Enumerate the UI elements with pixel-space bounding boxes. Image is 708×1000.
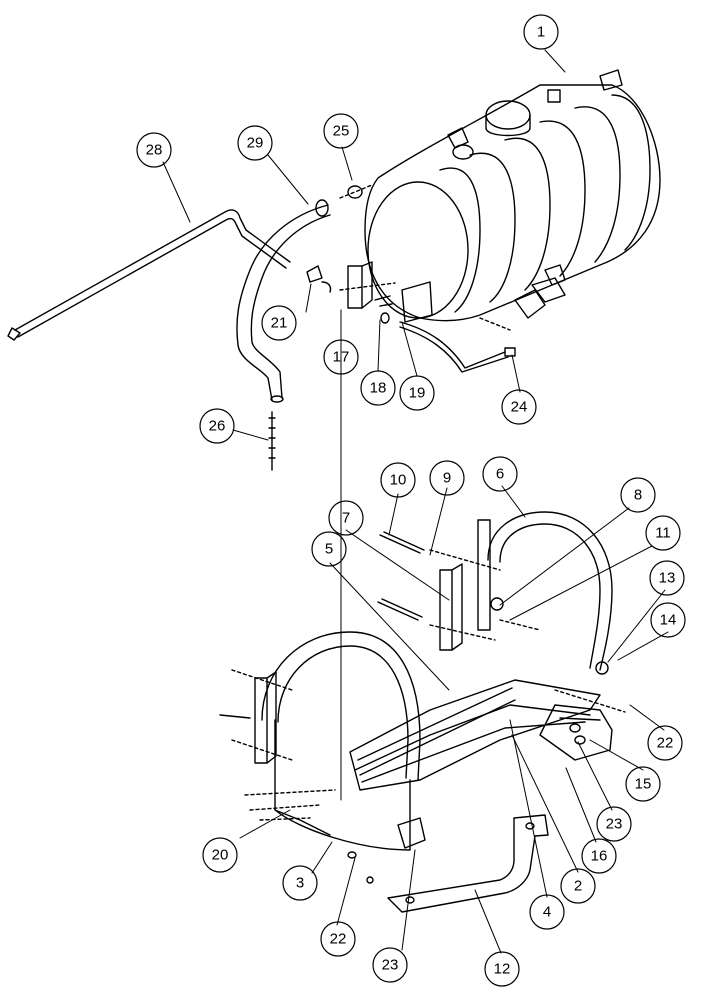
callout-circles [136,14,686,987]
clamp-25 [339,184,373,199]
callout-3: 3 [296,875,304,892]
callout-14: 14 [660,612,677,629]
callout-28: 28 [146,142,163,159]
callout-17: 17 [333,349,350,366]
callout-24: 24 [511,399,528,416]
callout-1: 1 [537,24,545,41]
bracket-17 [339,261,396,324]
fitting-21 [306,265,323,283]
callout-19: 19 [409,385,426,402]
callout-15: 15 [635,776,652,793]
callout-2: 2 [574,878,582,895]
callout-7: 7 [342,510,350,527]
callout-11: 11 [655,525,671,542]
hose-29 [236,199,331,403]
callout-13: 13 [659,570,676,587]
callout-6: 6 [496,466,504,483]
callout-8: 8 [634,487,642,504]
callout-4: 4 [543,904,551,921]
callout-20: 20 [212,847,229,864]
callout-16: 16 [591,848,608,865]
bolt-26 [268,411,276,471]
callout-26: 26 [209,418,226,435]
callout-22-bottom: 22 [330,931,347,948]
callout-23-bottom: 23 [382,957,399,974]
callout-12: 12 [494,961,511,978]
callout-10: 10 [390,472,407,489]
pipe-28 [7,209,291,341]
callout-5: 5 [325,541,333,558]
leader-lines [162,49,669,954]
callout-labels: 1 28 29 25 21 17 18 19 24 26 10 9 6 7 5 … [146,24,677,978]
callout-22-right: 22 [657,735,674,752]
tank [364,69,661,373]
cradle-assembly [219,511,626,913]
callout-21: 21 [271,315,288,332]
callout-25: 25 [333,123,350,140]
callout-18: 18 [370,380,387,397]
callout-29: 29 [247,135,264,152]
callout-9: 9 [443,470,451,487]
callout-23-right: 23 [606,816,623,833]
